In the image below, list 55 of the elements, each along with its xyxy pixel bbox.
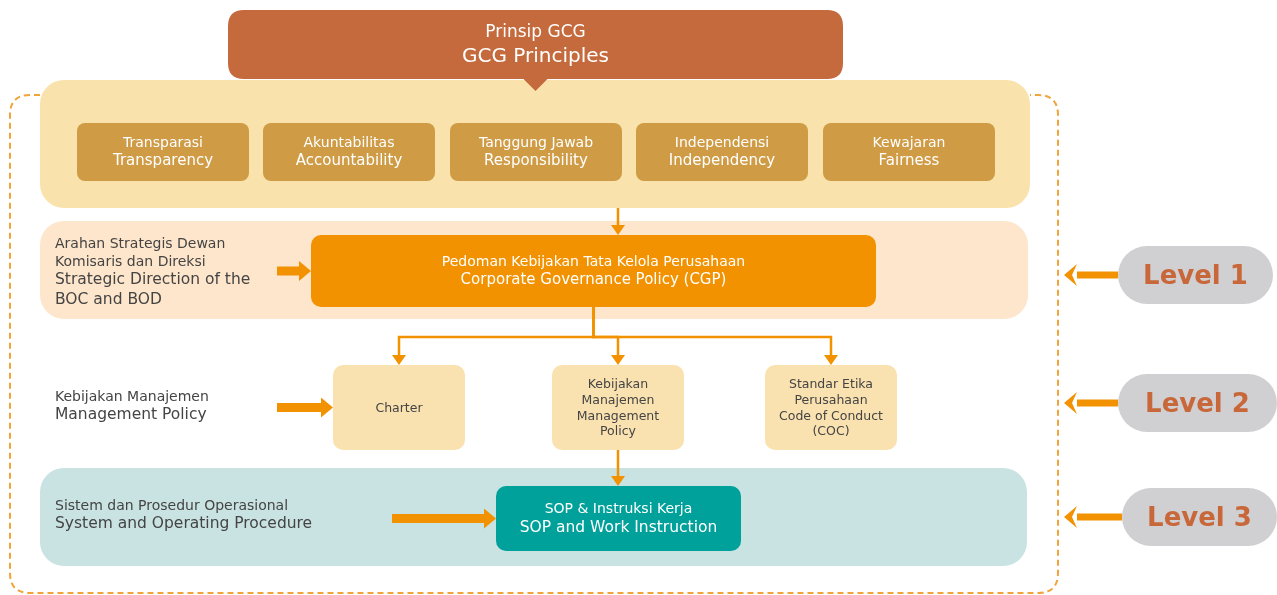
policy-box xyxy=(552,365,684,450)
heading-text: Independensi xyxy=(674,133,770,152)
policy-box xyxy=(311,235,876,307)
band-panel xyxy=(40,468,1027,566)
body-text: Independency xyxy=(668,151,776,171)
principle-box xyxy=(77,123,249,181)
arrow xyxy=(592,307,838,365)
arrow xyxy=(1064,264,1118,286)
arrow xyxy=(611,450,625,486)
body-text: GCG Principles xyxy=(462,42,609,68)
heading-text: SOP & Instruksi Kerja xyxy=(544,500,693,518)
heading-text: Kebijakan Manajemen xyxy=(55,387,209,406)
body-text: Responsibility xyxy=(484,151,588,171)
arrow xyxy=(277,261,311,281)
heading-text: Kebijakan Manajemen xyxy=(580,376,656,408)
body-text: Strategic Direction of the BOC and BOD xyxy=(55,270,252,309)
heading-text: Kewajaran xyxy=(872,133,946,152)
body-text: Accountability xyxy=(295,151,403,171)
level-label: Level 3 xyxy=(1147,500,1252,534)
title-banner xyxy=(228,10,843,91)
principle-box xyxy=(823,123,995,181)
heading-text: Prinsip GCG xyxy=(485,21,586,43)
heading-text: Tanggung Jawab xyxy=(478,133,594,152)
heading-text: Pedoman Kebijakan Tata Kelola Perusahaan xyxy=(441,252,746,271)
band-panel xyxy=(40,221,1028,319)
principle-box xyxy=(263,123,435,181)
body-text: Code of Conduct (COC) xyxy=(778,407,884,439)
arrow xyxy=(392,508,496,529)
level-label: Level 1 xyxy=(1143,258,1248,292)
heading-text: Standar Etika Perusahaan xyxy=(787,376,875,408)
body-text: SOP and Work Instruction xyxy=(519,517,718,537)
body-text: Fairness xyxy=(878,151,940,171)
arrow xyxy=(1064,392,1118,414)
heading-text: Transparasi xyxy=(123,133,203,152)
body-text: Charter xyxy=(375,399,423,416)
principle-box xyxy=(450,123,622,181)
body-text: Corporate Governance Policy (CGP) xyxy=(460,270,727,290)
arrow xyxy=(611,208,625,235)
heading-text: Arahan Strategis Dewan Komisaris dan Direksi xyxy=(55,235,227,271)
heading-text: Sistem dan Prosedur Operasional xyxy=(55,496,289,515)
band-panel xyxy=(40,80,1030,208)
arrow xyxy=(1064,506,1122,528)
body-text: System and Operating Procedure xyxy=(55,514,313,534)
policy-box xyxy=(765,365,897,450)
policy-box xyxy=(333,365,465,450)
level-badge xyxy=(1122,488,1277,546)
arrow xyxy=(277,397,333,418)
body-text: Management Policy xyxy=(55,405,207,425)
body-text: Management Policy xyxy=(575,407,661,439)
heading-text: Akuntabilitas xyxy=(303,133,395,152)
level-badge xyxy=(1118,374,1277,432)
principle-box xyxy=(636,123,808,181)
body-text: Transparency xyxy=(112,151,214,171)
level-label: Level 2 xyxy=(1145,386,1250,420)
procedure-box xyxy=(496,486,741,551)
